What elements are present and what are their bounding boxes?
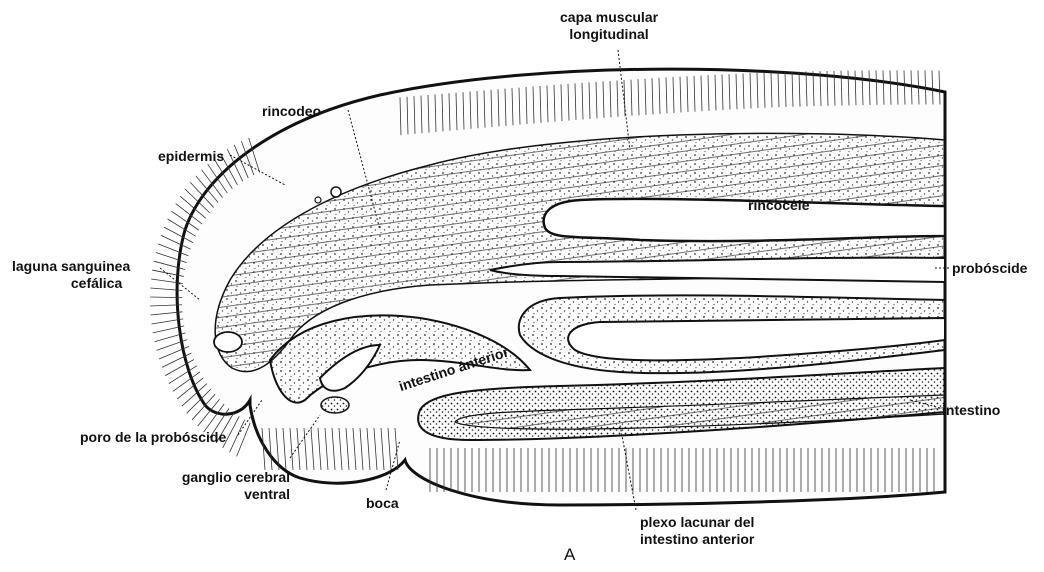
epidermis-stria [230, 420, 245, 452]
label-rincocele: rincocele [748, 197, 809, 214]
label-ganglio: ganglio cerebral ventral [165, 469, 290, 503]
label-boca: boca [366, 495, 399, 512]
label-plexo: plexo lacunar del intestino anterior [640, 514, 754, 548]
label-capa-muscular-line2: longitudinal [560, 26, 658, 43]
rincodeo-vesicle [331, 187, 341, 197]
panel-label: A [564, 546, 575, 563]
label-plexo-line1: plexo lacunar del [640, 514, 754, 531]
label-ganglio-line1: ganglio cerebral [165, 469, 290, 486]
label-rincodeo: rincodeo [262, 103, 321, 120]
label-intestino: intestino [942, 402, 1000, 419]
rincocele-cavity [544, 199, 945, 241]
label-proboscide: probóscide [952, 260, 1027, 277]
label-ganglio-line2: ventral [165, 486, 290, 503]
label-laguna: laguna sanguinea cefálica [12, 258, 130, 292]
label-capa-muscular-line1: capa muscular [560, 9, 658, 26]
label-laguna-line2: cefálica [12, 275, 130, 292]
pore-structure [321, 397, 349, 413]
label-laguna-line1: laguna sanguinea [12, 258, 130, 275]
cephalic-lagoon [214, 332, 242, 352]
label-capa-muscular: capa muscular longitudinal [560, 9, 658, 43]
label-poro: poro de la probóscide [80, 429, 226, 446]
label-epidermis: epidermis [158, 148, 224, 165]
label-plexo-line2: intestino anterior [640, 531, 754, 548]
